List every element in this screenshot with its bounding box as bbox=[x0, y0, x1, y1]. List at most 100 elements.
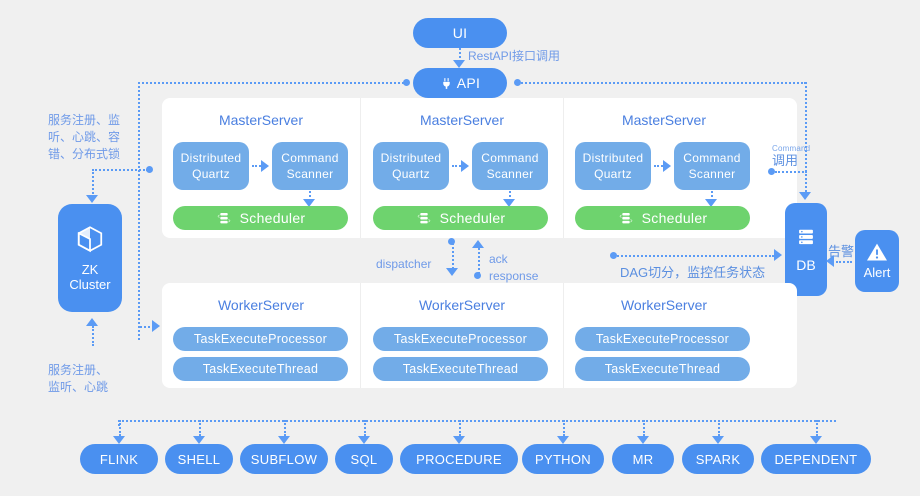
master-divider-1 bbox=[360, 98, 361, 238]
command-scanner-node[interactable]: Command Scanner bbox=[272, 142, 348, 190]
db-node[interactable]: DB bbox=[785, 203, 827, 296]
task-type-connector bbox=[119, 420, 121, 436]
task-type-connector bbox=[816, 420, 818, 436]
task-type-flink[interactable]: FLINK bbox=[80, 444, 158, 474]
scheduler-label: Scheduler bbox=[641, 210, 708, 226]
task-type-arrow bbox=[810, 436, 822, 444]
task-type-subflow[interactable]: SUBFLOW bbox=[240, 444, 328, 474]
zk-cluster-node[interactable]: ZK Cluster bbox=[58, 204, 122, 312]
task-execute-thread-node[interactable]: TaskExecuteThread bbox=[173, 357, 348, 381]
worker-server-title: WorkerServer bbox=[620, 297, 708, 313]
left-bus-master-line bbox=[92, 169, 148, 171]
database-icon bbox=[796, 227, 816, 247]
task-type-connector bbox=[199, 420, 201, 436]
left-bus-worker-line bbox=[140, 326, 154, 328]
quartz-to-scanner-line bbox=[654, 165, 663, 167]
worker-divider-1 bbox=[360, 283, 361, 388]
alert-to-db-arrow bbox=[826, 255, 834, 267]
alert-to-db-line bbox=[836, 261, 852, 263]
distributed-quartz-node[interactable]: Distributed Quartz bbox=[575, 142, 651, 190]
alert-node[interactable]: Alert bbox=[855, 230, 899, 292]
command-small-label: Command bbox=[772, 144, 811, 153]
task-execute-thread-node[interactable]: TaskExecuteThread bbox=[373, 357, 548, 381]
api-bus-dot-left bbox=[403, 79, 410, 86]
ack-arrow bbox=[472, 240, 484, 248]
task-type-sql[interactable]: SQL bbox=[335, 444, 393, 474]
dag-start-dot bbox=[610, 252, 617, 259]
task-type-connector bbox=[563, 420, 565, 436]
dispatcher-start-dot bbox=[448, 238, 455, 245]
scanner-to-scheduler-line bbox=[309, 191, 311, 201]
master-server-3: MasterServer Distributed Quartz Command … bbox=[564, 98, 764, 238]
task-type-connector bbox=[364, 420, 366, 436]
command-scanner-node[interactable]: Command Scanner bbox=[674, 142, 750, 190]
task-bus-line bbox=[118, 420, 836, 422]
task-type-label: MR bbox=[632, 451, 654, 467]
scheduler-label: Scheduler bbox=[439, 210, 506, 226]
left-bus-worker-arrow bbox=[152, 320, 160, 332]
dispatcher-arrow bbox=[446, 268, 458, 276]
task-type-mr[interactable]: MR bbox=[612, 444, 674, 474]
worker-server-title: WorkerServer bbox=[217, 297, 305, 313]
dag-note-label: DAG切分，监控任务状态 bbox=[620, 265, 766, 280]
task-execute-processor-node[interactable]: TaskExecuteProcessor bbox=[373, 327, 548, 351]
api-node-label: API bbox=[456, 75, 481, 91]
task-type-spark[interactable]: SPARK bbox=[682, 444, 754, 474]
ui-node[interactable]: UI bbox=[413, 18, 507, 48]
task-type-shell[interactable]: SHELL bbox=[165, 444, 233, 474]
scanner-to-scheduler-arrow bbox=[503, 199, 515, 207]
task-type-connector bbox=[459, 420, 461, 436]
cube-icon bbox=[75, 224, 105, 254]
restapi-label: RestAPI接口调用 bbox=[468, 49, 561, 63]
worker-server-3: WorkerServer TaskExecuteProcessor TaskEx… bbox=[564, 283, 764, 388]
db-node-label: DB bbox=[796, 256, 816, 273]
scheduler-label: Scheduler bbox=[239, 210, 306, 226]
task-type-connector bbox=[718, 420, 720, 436]
zk-top-note: 服务注册、监 听、心跳、容 错、分布式锁 bbox=[48, 113, 121, 161]
task-type-arrow bbox=[557, 436, 569, 444]
worker-server-2: WorkerServer TaskExecuteProcessor TaskEx… bbox=[362, 283, 562, 388]
task-type-arrow bbox=[637, 436, 649, 444]
task-type-connector bbox=[284, 420, 286, 436]
server-stack-icon bbox=[416, 212, 432, 225]
scheduler-node[interactable]: Scheduler bbox=[373, 206, 548, 230]
distributed-quartz-node[interactable]: Distributed Quartz bbox=[373, 142, 449, 190]
task-type-label: SUBFLOW bbox=[250, 451, 318, 467]
command-cn-label: 调用 bbox=[772, 153, 799, 168]
dag-to-db-arrow bbox=[774, 249, 782, 261]
task-execute-processor-node[interactable]: TaskExecuteProcessor bbox=[173, 327, 348, 351]
ui-to-api-arrow bbox=[453, 60, 465, 68]
task-type-procedure[interactable]: PROCEDURE bbox=[400, 444, 518, 474]
command-bus-dot bbox=[768, 168, 775, 175]
left-bus-master-dot bbox=[146, 166, 153, 173]
scanner-to-scheduler-arrow bbox=[303, 199, 315, 207]
scanner-to-scheduler-line bbox=[711, 191, 713, 201]
task-type-label: DEPENDENT bbox=[774, 451, 858, 467]
api-node[interactable]: API bbox=[413, 68, 507, 98]
zk-bottom-note: 服务注册、 监听、心跳 bbox=[48, 363, 109, 394]
alert-note-label: 告警 bbox=[828, 244, 855, 259]
command-to-db-arrow bbox=[799, 192, 811, 200]
task-type-label: FLINK bbox=[99, 451, 139, 467]
zk-feed-arrow bbox=[86, 195, 98, 203]
scheduler-node[interactable]: Scheduler bbox=[173, 206, 348, 230]
quartz-to-scanner-arrow bbox=[461, 160, 469, 172]
task-type-arrow bbox=[113, 436, 125, 444]
ack-response-label: ack response bbox=[489, 252, 539, 283]
task-type-python[interactable]: PYTHON bbox=[522, 444, 604, 474]
worker-server-1: WorkerServer TaskExecuteProcessor TaskEx… bbox=[162, 283, 360, 388]
scheduler-node[interactable]: Scheduler bbox=[575, 206, 750, 230]
command-bus-line bbox=[775, 171, 807, 173]
command-scanner-node[interactable]: Command Scanner bbox=[472, 142, 548, 190]
distributed-quartz-node[interactable]: Distributed Quartz bbox=[173, 142, 249, 190]
task-type-dependent[interactable]: DEPENDENT bbox=[761, 444, 871, 474]
server-stack-icon bbox=[216, 212, 232, 225]
task-execute-thread-node[interactable]: TaskExecuteThread bbox=[575, 357, 750, 381]
api-bus-left-line bbox=[138, 82, 404, 84]
task-type-label: SHELL bbox=[177, 451, 221, 467]
task-execute-processor-node[interactable]: TaskExecuteProcessor bbox=[575, 327, 750, 351]
master-server-title: MasterServer bbox=[621, 112, 707, 128]
server-stack-icon bbox=[618, 212, 634, 225]
alert-node-label: Alert bbox=[863, 265, 891, 280]
task-type-arrow bbox=[358, 436, 370, 444]
